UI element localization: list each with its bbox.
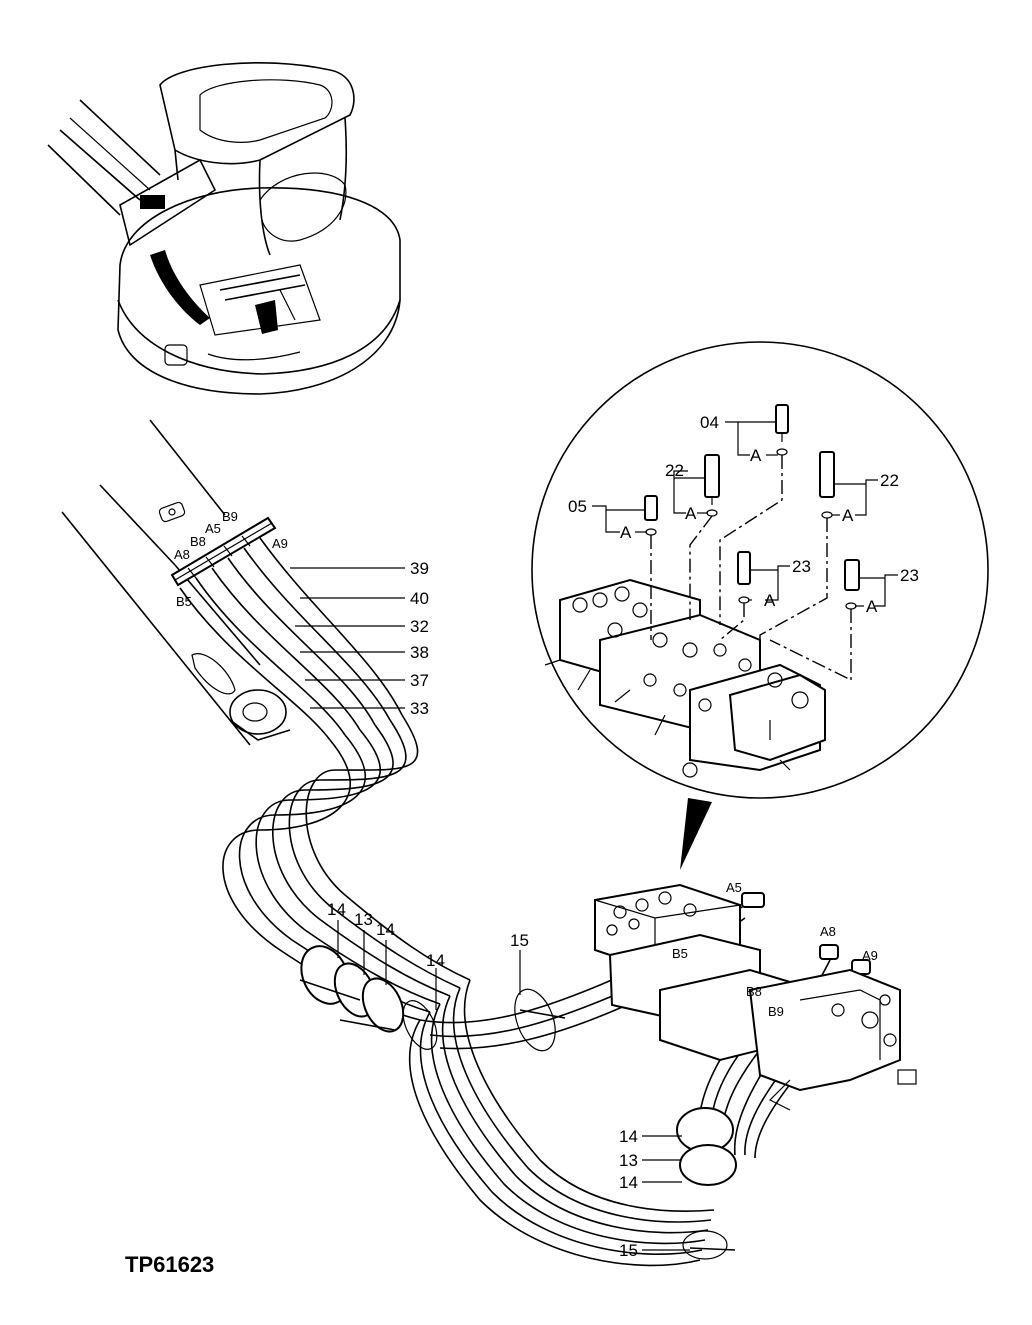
label-14-a: 14: [327, 900, 346, 919]
upper-structure: [117, 187, 401, 395]
operator-canopy: [159, 62, 355, 256]
port-a8-top: A8: [174, 547, 190, 562]
cartridge-23-right: [844, 559, 860, 610]
cartridge-22-right: [819, 451, 835, 519]
main-hose-run: [222, 714, 715, 1267]
label-a-3: A: [620, 523, 632, 542]
label-38: 38: [410, 643, 429, 662]
drawing-code: TP61623: [125, 1252, 214, 1277]
port-labels: B9 A5 B8 A8 A9 B5 A5 B5 A8 A9 B8 B9: [174, 509, 878, 1019]
detail-pointer: [680, 798, 712, 870]
label-39: 39: [410, 559, 429, 578]
label-04: 04: [700, 413, 719, 432]
label-23-a: 23: [792, 557, 811, 576]
control-panel: [119, 158, 321, 336]
control-valve-assembly: [594, 883, 917, 1111]
label-a-4: A: [842, 506, 854, 525]
label-22-b: 22: [880, 471, 899, 490]
label-32: 32: [410, 617, 429, 636]
label-14-c: 14: [426, 951, 445, 970]
port-a8-valve: A8: [820, 924, 836, 939]
boom-leaders: [290, 567, 405, 709]
port-b5-valve: B5: [672, 946, 688, 961]
clamp-group-upper: [299, 945, 438, 1050]
lower-leaders: [337, 920, 690, 1251]
port-a5-top: A5: [205, 521, 221, 536]
port-a9-top: A9: [272, 536, 288, 551]
label-a-1: A: [750, 446, 762, 465]
label-14-e: 14: [619, 1173, 638, 1192]
label-22-a: 22: [665, 461, 684, 480]
part-number-labels: 39 40 32 38 37 33 14 13 14 14 15 14 13 1…: [327, 413, 919, 1260]
clamp-group-lower: [676, 1107, 737, 1260]
label-a-6: A: [866, 597, 878, 616]
cartridge-04: [775, 404, 789, 456]
port-b9-valve: B9: [768, 1004, 784, 1019]
cartridge-05: [644, 495, 658, 536]
label-33: 33: [410, 699, 429, 718]
port-b9-top: B9: [222, 509, 238, 524]
label-a-5: A: [764, 591, 776, 610]
routing-lines: [650, 455, 852, 682]
label-a-2: A: [685, 504, 697, 523]
port-b8-top: B8: [190, 534, 206, 549]
label-15-a: 15: [510, 931, 529, 950]
label-14-d: 14: [619, 1127, 638, 1146]
hose-fitting-block: [170, 516, 277, 587]
label-15-b: 15: [619, 1241, 638, 1260]
label-40: 40: [410, 589, 429, 608]
label-13-b: 13: [619, 1151, 638, 1170]
label-05: 05: [568, 497, 587, 516]
label-brackets: [592, 421, 898, 607]
boom-section: [61, 419, 403, 746]
port-a5-valve: A5: [726, 880, 742, 895]
boom-arm: [47, 99, 161, 216]
cartridge-23-left: [737, 551, 751, 604]
port-b5-top: B5: [176, 594, 192, 609]
label-14-b: 14: [376, 920, 395, 939]
label-13-a: 13: [354, 910, 373, 929]
excavator-overview: [47, 62, 401, 395]
cartridge-22-left: [704, 454, 720, 517]
detail-circle: [531, 341, 989, 870]
label-37: 37: [410, 671, 429, 690]
boom-hose-bundle: [179, 537, 403, 741]
label-23-b: 23: [900, 566, 919, 585]
port-a9-valve: A9: [862, 948, 878, 963]
port-b8-valve: B8: [746, 984, 762, 999]
valve-bank-detail: [544, 578, 826, 778]
